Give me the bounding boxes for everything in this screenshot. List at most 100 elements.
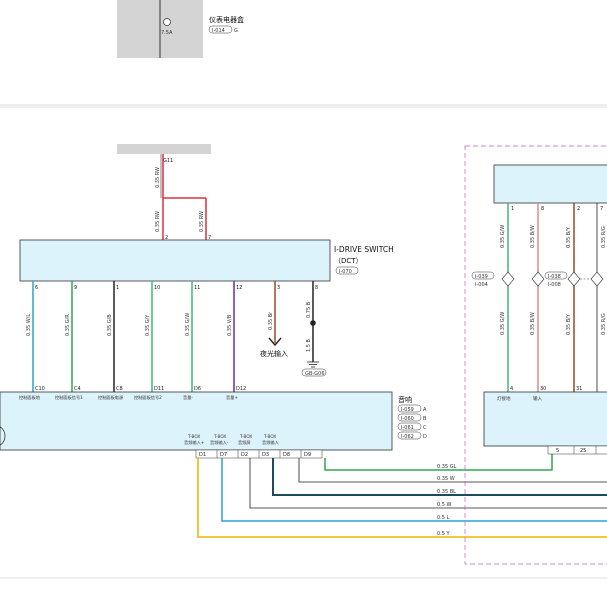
right-pin: 7	[600, 206, 603, 212]
bus-wire-5y	[197, 458, 607, 538]
ground-junction	[310, 320, 316, 326]
audio-pin: D6	[194, 386, 201, 392]
switch-pin: 11	[194, 285, 200, 291]
tbox-label: T-BOX	[213, 434, 226, 439]
audio-pin: D11	[154, 386, 164, 392]
wire-label: 0.35 G/Y	[145, 314, 151, 336]
power-pin: G11	[163, 158, 173, 164]
tbox-label: 音频输入	[262, 439, 280, 446]
audio-function-label: 音量+	[226, 394, 238, 401]
audio-pin: C10	[35, 386, 45, 392]
audio-bottom-pin: D2	[241, 452, 248, 458]
switch-bottom-pins: 6 9 1 10 11 12 3 8	[35, 285, 318, 291]
audio-bottom-pin: D3	[262, 452, 269, 458]
tbox-label: T-BOX	[239, 434, 252, 439]
tbox-label: T-BOX	[263, 434, 276, 439]
audio-function-label: 音量-	[183, 394, 193, 401]
right-bus-pin-row: 5 25	[547, 445, 607, 455]
tbox-label: 音频输入+	[184, 439, 205, 446]
bus-label: 0.35 W	[437, 476, 455, 482]
audio-bottom-pin: D8	[283, 452, 290, 458]
right-bus-pin: 25	[580, 448, 586, 454]
connector-diamond-icon	[501, 271, 604, 287]
audio-bottom-pin: D7	[220, 452, 227, 458]
right-module-top-box	[493, 164, 607, 204]
audio-top-pins: C10 C4 C8 D11 D6 D12	[35, 386, 246, 392]
wire-label: 0.35 B/W	[530, 312, 536, 335]
right-wire-labels: 0.35 G/W 0.35 B/W 0.35 B/Y 0.35 R/G 0.35…	[500, 225, 607, 335]
idrive-switch-box	[19, 239, 331, 282]
audio-pin: D12	[236, 386, 246, 392]
audio-ref-pin: C	[423, 425, 427, 431]
fuse-box-ref-pin: G	[234, 28, 238, 34]
wire-label: 0.35 B/Y	[566, 226, 572, 248]
audio-bottom-pin: D9	[304, 452, 311, 458]
audio-name: 音响	[398, 395, 412, 404]
audio-ref-pin: B	[423, 416, 427, 422]
conn-ref: I-039	[475, 274, 488, 280]
power-source-bar	[117, 144, 211, 154]
audio-pin: C8	[116, 386, 123, 392]
tbox-label: 音频屏	[238, 439, 251, 446]
wire-label: 0.35 G/B	[107, 314, 113, 336]
power-wire-label-left: 0.35 RW	[155, 211, 161, 232]
audio-ref: I-061	[401, 425, 414, 431]
ground-icon	[307, 361, 319, 368]
switch-top-pin-7: 7	[208, 235, 211, 241]
bus-label: 0.5 L	[437, 515, 450, 521]
audio-knob-icon	[0, 426, 6, 446]
bus-wire-bl	[272, 458, 607, 496]
audio-function-label: 控制面板电源	[98, 394, 124, 401]
fuse-box-name: 仪表电器盒	[209, 15, 244, 24]
audio-ref: I-062	[401, 434, 414, 440]
wire-label: 0.35 G/W	[185, 313, 191, 336]
right-module-bottom-box	[483, 391, 607, 447]
wire-label: 0.35 G/W	[500, 225, 506, 248]
bus-wire-labels: 0.35 GL 0.35 W 0.35 BL 0.5 W 0.5 L 0.5 Y	[437, 464, 457, 537]
bus-wire-5w	[249, 458, 607, 509]
wire-label: 0.35 R/G	[601, 313, 607, 335]
audio-bottom-labels: T-BOX 音频输入+ T-BOX 音频输入- T-BOX 音频屏 T-BOX …	[184, 434, 280, 446]
switch-wire-labels: 0.35 W/L 0.35 G/R 0.35 G/B 0.35 G/Y 0.35…	[26, 301, 312, 336]
switch-sub: （DCT）	[334, 257, 363, 265]
wire-label: 0.35 G/W	[500, 312, 506, 335]
right-pin: 4	[510, 386, 513, 392]
right-module-top-pins: 1 8 2 7	[511, 206, 603, 212]
night-light-label: 夜光输入	[260, 349, 288, 358]
fuse-icon	[163, 18, 171, 26]
right-function-label: 输入	[533, 395, 542, 402]
switch-ref-frame	[335, 266, 359, 275]
switch-pin: 1	[116, 285, 119, 291]
bus-wire-w	[298, 458, 607, 483]
right-module-bottom-pins: 4 30 31	[510, 386, 582, 392]
conn-ref: I-038	[548, 274, 561, 280]
section-separator	[0, 104, 607, 108]
right-pin: 31	[576, 386, 582, 392]
audio-refs: I-059 A I-060 B I-061 C I-062 D	[397, 404, 427, 440]
ground-ref: GB-G06	[305, 371, 325, 377]
wire-label: 0.35 G/R	[65, 314, 71, 336]
audio-top-labels: 控制面板地 控制面板信号1 控制面板电源 控制面板信号2 音量- 音量+	[19, 394, 238, 401]
switch-ref: I-070	[339, 269, 352, 275]
power-wire-label-up: 0.35 RW	[155, 167, 161, 188]
right-frame-dashed	[464, 145, 607, 565]
wire-label: 0.75 B	[306, 301, 312, 318]
right-function-label: 灯接地	[497, 395, 511, 402]
right-bus-pin: 5	[556, 448, 559, 454]
audio-ref-pin: A	[423, 407, 427, 413]
fuse-box-ref-frame	[208, 25, 233, 34]
connector-refs: I-039 I-004 I-038 I-008	[471, 271, 568, 288]
tbox-label: 音频输入-	[210, 439, 229, 446]
bus-label: 0.35 BL	[437, 489, 456, 495]
fuse-box-ref: I-014	[212, 28, 225, 34]
bus-label: 0.35 GL	[437, 464, 457, 470]
wire-label: 0.35 Br	[268, 311, 274, 330]
wire-label: 0.35 B/W	[530, 225, 536, 248]
wire-label: 0.35 W/L	[26, 314, 32, 336]
wire-label: 0.35 R/G	[601, 226, 607, 248]
switch-pin: 12	[236, 285, 242, 291]
power-wire-label-right: 0.35 RW	[199, 211, 205, 232]
tbox-label: T-BOX	[187, 434, 200, 439]
audio-ref: I-059	[401, 407, 414, 413]
